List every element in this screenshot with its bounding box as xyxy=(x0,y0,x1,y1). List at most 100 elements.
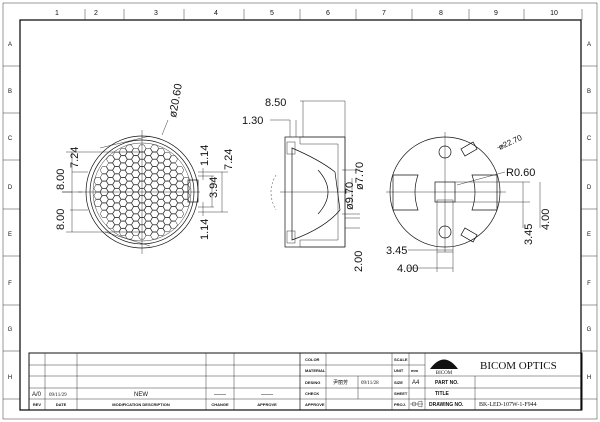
hex-cell xyxy=(93,199,103,207)
hex-cell xyxy=(144,221,153,229)
hex-cell xyxy=(175,195,185,203)
hex-cell xyxy=(99,195,109,203)
hex-cell xyxy=(131,199,140,207)
hex-cell xyxy=(162,166,172,174)
hex-cell xyxy=(169,221,178,229)
projection-symbol-icon xyxy=(410,400,423,408)
row-marker: A xyxy=(587,42,591,48)
dim-rear-3-45-horizontal: 3.45 xyxy=(386,245,407,257)
size-value: A4 xyxy=(412,380,420,386)
hex-cell xyxy=(137,151,147,160)
hex-cell xyxy=(150,231,159,240)
hex-cell xyxy=(137,166,147,174)
row-marker: G xyxy=(8,327,13,333)
label-scale: SCALE xyxy=(394,357,408,362)
dim-front-8-00-bottom: 8.00 xyxy=(55,209,67,230)
logo-text: BICOM xyxy=(436,371,453,376)
hex-cell xyxy=(169,213,178,222)
revision-block xyxy=(28,352,583,411)
row-marker: D xyxy=(8,185,13,191)
header-change: CHANGE xyxy=(211,402,229,407)
hex-cell xyxy=(131,162,140,171)
hex-cell xyxy=(144,199,153,207)
label-projection: PROJ. xyxy=(394,402,406,407)
revision-description: NEW xyxy=(134,392,148,398)
hex-cell xyxy=(162,224,172,233)
hex-cell xyxy=(137,231,147,240)
hex-cell xyxy=(144,228,153,236)
column-marker: 7 xyxy=(382,10,386,17)
hex-cell xyxy=(169,155,178,163)
row-marker: H xyxy=(8,375,12,381)
side-section-view xyxy=(270,100,360,248)
hex-cell xyxy=(137,181,147,189)
hex-cell xyxy=(112,181,122,189)
hex-cell xyxy=(112,173,122,182)
revision-change: —— xyxy=(214,392,226,398)
dim-front-diameter: ø20.60 xyxy=(167,83,185,119)
hex-cell xyxy=(118,177,128,185)
column-marker: 1 xyxy=(55,10,59,17)
hex-cell xyxy=(125,231,134,240)
hex-cell xyxy=(112,166,122,174)
hex-cell xyxy=(99,181,109,189)
hex-cell xyxy=(137,159,147,167)
hex-cell xyxy=(118,162,128,171)
hex-cell xyxy=(137,202,147,211)
hex-cell xyxy=(106,213,115,222)
hex-cell xyxy=(125,210,134,218)
hex-cell xyxy=(93,177,103,185)
row-marker: F xyxy=(587,281,591,287)
hex-cell xyxy=(137,224,147,233)
hex-cell xyxy=(144,213,153,222)
label-material: MATERIAL xyxy=(305,368,326,373)
company-name: BICOM OPTICS xyxy=(480,360,557,372)
dim-rear-diameter: ø22.70 xyxy=(497,133,524,152)
hex-cell xyxy=(137,210,147,218)
label-title: TITLE xyxy=(435,391,450,397)
label-check: CHECK xyxy=(305,391,319,396)
dim-side-length: 8.50 xyxy=(265,97,286,109)
hex-cell xyxy=(156,155,166,163)
row-marker: E xyxy=(587,232,591,238)
hex-cell xyxy=(125,202,134,211)
hex-cell xyxy=(99,210,109,218)
hex-cell xyxy=(125,181,134,189)
hex-cell xyxy=(144,148,153,156)
hex-cell xyxy=(106,155,115,163)
hex-cell xyxy=(156,221,166,229)
hex-cell xyxy=(131,206,140,214)
hex-cell xyxy=(150,181,159,189)
dim-front-1-14-bottom: 1.14 xyxy=(199,219,211,240)
hex-cell xyxy=(137,144,147,153)
dim-rear-3-45-vertical: 3.45 xyxy=(523,224,535,245)
hex-cell xyxy=(150,224,159,233)
hex-cell xyxy=(169,199,178,207)
dim-side-dia-7-70: ø7.70 xyxy=(354,162,366,190)
front-view xyxy=(62,119,228,254)
row-marker: B xyxy=(587,89,591,95)
column-marker: 5 xyxy=(270,10,274,17)
hex-cell xyxy=(99,202,109,211)
row-marker: D xyxy=(587,185,592,191)
hex-cell xyxy=(118,206,128,214)
label-unit: UNIT xyxy=(394,368,404,373)
hex-cell xyxy=(162,159,172,167)
hex-cell xyxy=(156,206,166,214)
hex-cell xyxy=(156,170,166,178)
hex-cell xyxy=(150,151,159,160)
column-marker: 9 xyxy=(494,10,498,17)
hex-cell xyxy=(112,159,122,167)
unit-value: mm xyxy=(411,368,419,373)
dim-front-7-24-right: 7.24 xyxy=(223,149,235,170)
row-marker: E xyxy=(8,232,12,238)
hex-cell xyxy=(99,166,109,174)
hex-cell xyxy=(144,177,153,185)
label-part-no: PART NO. xyxy=(435,380,459,386)
revision-number: A/0 xyxy=(32,392,42,398)
title-block xyxy=(300,353,582,410)
hex-cell xyxy=(137,217,147,225)
hex-cell xyxy=(137,173,147,182)
hex-cell xyxy=(156,213,166,222)
